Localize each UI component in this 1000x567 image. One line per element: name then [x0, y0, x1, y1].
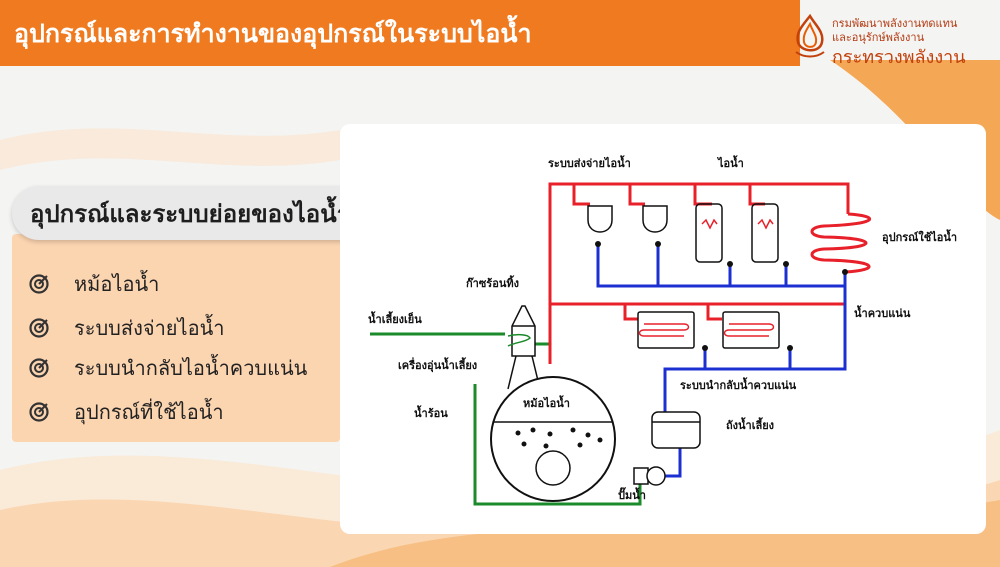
logo-line-3: กระทรวงพลังงาน — [832, 47, 966, 68]
steam-trap-icon — [595, 241, 848, 351]
header-bar: อุปกรณ์และการทำงานของอุปกรณ์ในระบบไอน้ำ — [0, 0, 800, 66]
label-hot-water: น้ำร้อน — [414, 407, 448, 420]
steam-system-diagram: ระบบส่งจ่ายไอน้ำ ไอน้ำ อุปกรณ์ใช้ไอน้ำ ก… — [340, 124, 986, 534]
condensate-heater-icon — [637, 311, 780, 349]
list-item: หม้อไอน้ำ — [28, 268, 159, 300]
page-title: อุปกรณ์และการทำงานของอุปกรณ์ในระบบไอน้ำ — [14, 19, 532, 48]
label-condensate-return: ระบบนำกลับน้ำควบแน่น — [680, 379, 797, 392]
economizer-icon — [507, 305, 541, 390]
label-condensate: น้ำควบแน่น — [854, 307, 911, 320]
list-item: อุปกรณ์ที่ใช้ไอน้ำ — [28, 396, 224, 428]
target-icon — [29, 402, 49, 422]
steam-heater-icon — [695, 203, 779, 263]
target-icon — [29, 274, 49, 294]
target-icon — [29, 358, 49, 378]
list-item-label: หม้อไอน้ำ — [74, 272, 160, 296]
logo-line-1: กรมพัฒนาพลังงานทดแทน — [832, 17, 958, 30]
label-cold-feedwater: น้ำเลี้ยงเย็น — [368, 313, 422, 326]
steam-equipment-u-icon — [587, 205, 668, 233]
flame-logo-icon — [795, 14, 825, 58]
label-pump: ปั๊มน้ำ — [618, 489, 646, 502]
label-feedwater-tank: ถังน้ำเลี้ยง — [726, 419, 775, 432]
label-flue-gas: ก๊าซร้อนทิ้ง — [466, 277, 519, 290]
list-item: ระบบนำกลับไอน้ำควบแน่น — [28, 352, 307, 384]
target-icon — [29, 318, 49, 338]
list-item-label: อุปกรณ์ที่ใช้ไอน้ำ — [74, 400, 224, 424]
pump-icon — [633, 466, 666, 486]
list-item: ระบบส่งจ่ายไอน้ำ — [28, 312, 225, 344]
boiler-icon — [490, 376, 616, 502]
list-item-label: ระบบนำกลับไอน้ำควบแน่น — [74, 356, 308, 380]
diagram-drawing — [370, 182, 872, 506]
label-economizer: เครื่องอุ่นน้ำเลี้ยง — [398, 359, 478, 372]
label-steam: ไอน้ำ — [718, 157, 744, 170]
subsection-title: อุปกรณ์และระบบย่อยของไอน้ำ — [30, 200, 351, 228]
logo-line-2: และอนุรักษ์พลังงาน — [832, 31, 925, 44]
ministry-logo: กรมพัฒนาพลังงานทดแทน และอนุรักษ์พลังงาน … — [770, 0, 1000, 90]
list-item-label: ระบบส่งจ่ายไอน้ำ — [74, 316, 225, 340]
feedwater-tank-icon — [651, 411, 701, 449]
subsystem-list-panel — [12, 234, 340, 442]
label-steam-equipment: อุปกรณ์ใช้ไอน้ำ — [882, 231, 958, 244]
subsection-heading: อุปกรณ์และระบบย่อยของไอน้ำ — [12, 186, 404, 240]
label-steam-distribution: ระบบส่งจ่ายไอน้ำ — [548, 157, 631, 170]
condensate-line — [596, 242, 847, 478]
label-boiler: หม้อไอน้ำ — [523, 397, 570, 410]
